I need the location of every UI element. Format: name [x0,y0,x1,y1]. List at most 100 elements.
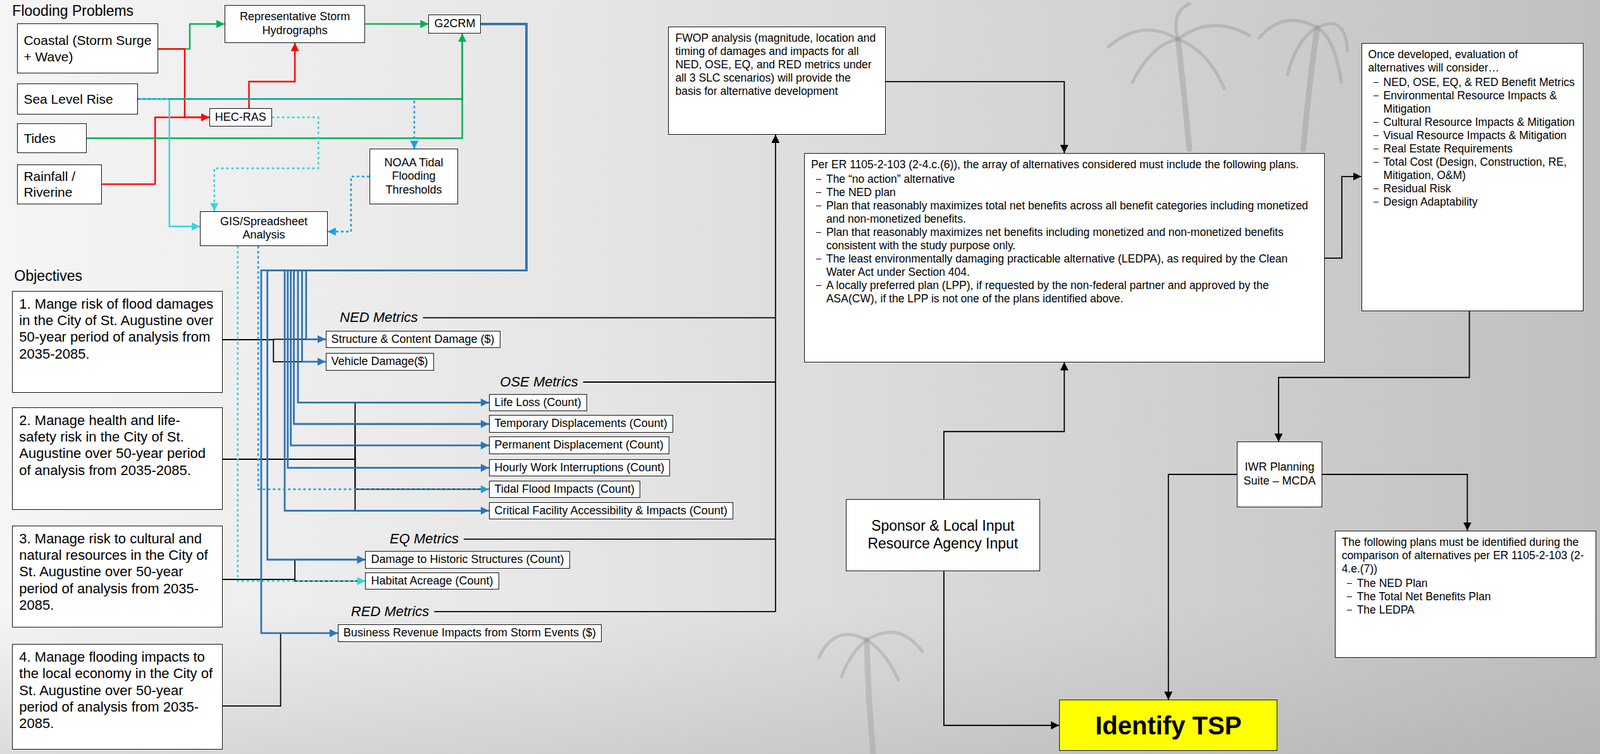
process-box: Per ER 1105-2-103 (2-4.c.(6)), the array… [804,153,1325,363]
text-row: Temporary Displacements (Count) [494,416,668,431]
text-row: Cultural Resource Impacts & Mitigation [1368,115,1578,130]
bullet-dash [1373,201,1379,203]
process-box: Permanent Displacement (Count) [489,436,670,455]
text-row: Life Loss (Count) [494,396,582,410]
metric-heading: EQ Metrics [389,531,459,547]
connector-arrow [222,445,490,460]
connector-arrow [158,24,225,50]
bullet-dash [816,258,822,260]
text-row: The NED Plan [1341,576,1590,591]
node-text: 2. Manage health and life-safety risk in… [18,412,216,480]
text-row: The “no action” alternative [811,172,1318,187]
process-box: Critical Facility Accessibility & Impact… [489,502,734,521]
process-box: FWOP analysis (magnitude, location and t… [668,26,886,135]
node-text: A locally preferred plan (LPP), if reque… [826,279,1318,306]
process-box: Tidal Flood Impacts (Count) [489,480,641,499]
node-text: Business Revenue Impacts from Storm Even… [343,626,596,641]
node-text: The LEDPA [1357,603,1590,617]
process-box: Sponsor & Local Input Resource Agency In… [845,499,1040,572]
connector-arrow [267,24,528,560]
process-box: Temporary Displacements (Count) [489,415,674,433]
text-row: GIS/Spreadsheet Analysis [206,215,322,243]
process-box: Coastal (Storm Surge + Wave) [17,23,159,74]
leader-line [423,317,776,319]
text-row: Real Estate Requirements [1368,142,1578,156]
text-row: Hourly Work Interruptions (Count) [494,461,665,476]
node-text: NOAA Tidal Flooding Thresholds [375,156,452,198]
process-box: Representative Storm Hydrographs [224,5,366,44]
text-row: A locally preferred plan (LPP), if reque… [811,279,1318,306]
node-text: Residual Risk [1383,182,1578,196]
node-text: IWR Planning Suite – MCDA [1243,460,1316,488]
node-text: Environmental Resource Impacts & Mitigat… [1383,89,1578,116]
node-text: Cultural Resource Impacts & Mitigation [1383,115,1578,130]
bullet-dash [1373,95,1379,97]
node-text: NED, OSE, EQ, & RED Benefit Metrics [1383,75,1578,90]
process-box: NOAA Tidal Flooding Thresholds [369,148,459,204]
connector-arrow [137,98,200,227]
node-text: G2CRM [434,17,476,32]
connector-arrow [1324,176,1362,259]
connector-arrow [1322,474,1468,531]
connector-arrow [885,81,1065,154]
node-text: The NED Plan [1357,576,1590,591]
connector-arrow [365,23,429,25]
node-text: Habitat Acreage (Count) [370,574,493,589]
connector-arrow [297,24,527,403]
connector-arrow [137,33,463,99]
text-row: Once developed, evaluation of alternativ… [1368,48,1578,75]
node-text: Per ER 1105-2-103 (2-4.c.(6)), the array… [811,158,1318,172]
node-text: Rainfall / Riverine [23,168,96,200]
bullet-dash [816,192,822,193]
text-row: Critical Facility Accessibility & Impact… [494,504,728,519]
node-text: Total Cost (Design, Construction, RE, Mi… [1383,155,1578,183]
connector-group [86,24,1470,726]
node-text: Tidal Flood Impacts (Count) [494,482,635,497]
text-row: 3. Manage risk to cultural and natural r… [18,530,216,615]
process-box: Tides [17,123,87,154]
bullet-dash [1373,161,1379,163]
bullet-dash [816,205,822,207]
text-row: Environmental Resource Impacts & Mitigat… [1368,89,1578,116]
connector-arrow [943,571,1060,726]
palm-tree [1258,20,1348,150]
node-text: Temporary Displacements (Count) [494,416,668,431]
node-text: Damage to Historic Structures (Count) [370,552,564,567]
text-row: Plan that reasonably maximizes total net… [811,199,1318,226]
node-text: The NED plan [826,186,1318,200]
text-row: Business Revenue Impacts from Storm Even… [343,626,596,641]
palm-tree [1108,3,1250,150]
connector-arrow [214,117,319,211]
leader-arrow [775,134,777,612]
text-row: Tidal Flood Impacts (Count) [494,482,635,497]
text-row: 4. Manage flooding impacts to the local … [18,649,216,733]
palm-tree [818,632,923,753]
connector-arrow [1168,474,1237,700]
bullet-dash [1373,188,1379,190]
text-row: Visual Resource Impacts & Mitigation [1368,129,1578,143]
section-heading: Objectives [14,268,83,285]
process-box: G2CRM [428,14,481,35]
connector-arrow [222,559,366,580]
node-text: 1. Mange risk of flood damages in the Ci… [18,296,216,364]
text-row: The LEDPA [1341,603,1590,617]
bullet-dash [1373,148,1379,150]
bullet-dash [1346,583,1352,584]
leader-group [423,134,776,612]
text-row: 2. Manage health and life-safety risk in… [18,412,216,480]
process-box: The following plans must be identified d… [1334,530,1597,659]
text-row: Representative Storm Hydrographs [230,10,360,38]
process-box: Business Revenue Impacts from Storm Even… [337,624,602,643]
bullet-dash [816,179,822,180]
bullet-dash [1373,122,1379,123]
node-text: The least environmentally damaging pract… [826,252,1318,280]
text-row: Plan that reasonably maximizes net benef… [811,225,1318,253]
connector-arrow [943,362,1065,500]
text-row: Habitat Acreage (Count) [370,574,493,589]
node-text: The following plans must be identified d… [1341,535,1590,576]
node-text: 4. Manage flooding impacts to the local … [18,649,216,733]
node-text: Hourly Work Interruptions (Count) [494,461,665,476]
connector-arrow [222,633,338,707]
node-text: The Total Net Benefits Plan [1357,590,1590,604]
